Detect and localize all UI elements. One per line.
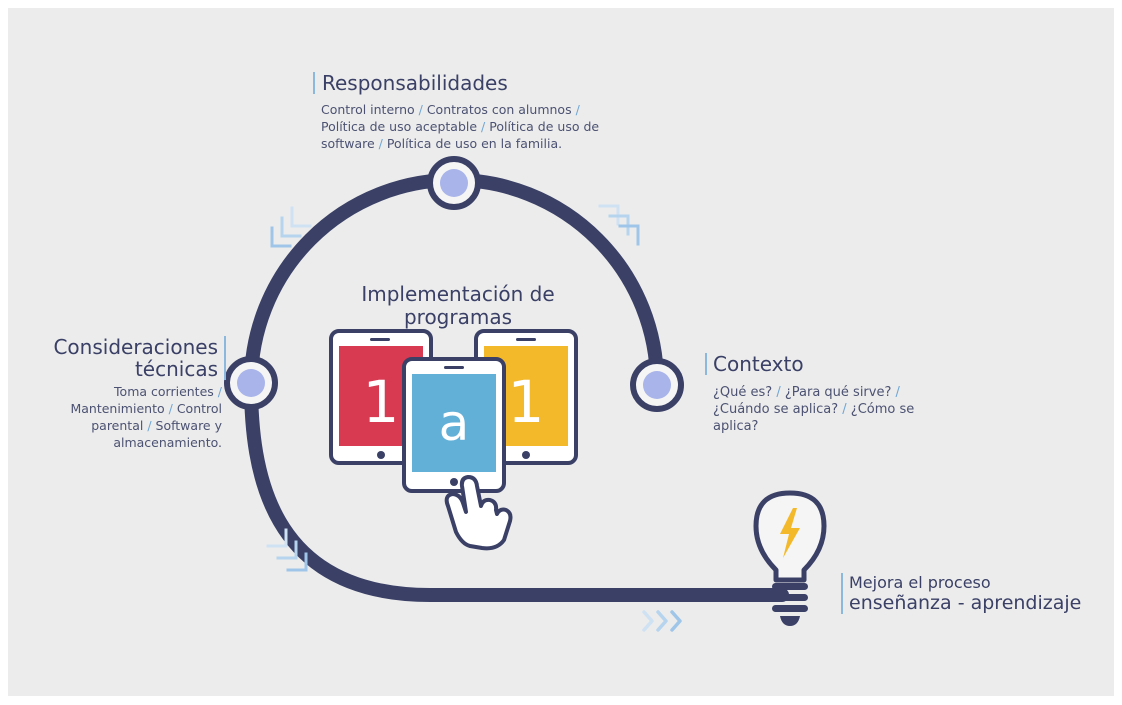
separator: / xyxy=(217,384,222,399)
implementacion-title: Implementación de programas xyxy=(361,282,555,329)
chevron-arrows-icon xyxy=(642,610,682,632)
consideraciones-title-line2: técnicas xyxy=(134,357,218,381)
node-consideraciones xyxy=(224,356,278,410)
separator: / xyxy=(575,102,580,117)
list-item: ¿Cuándo se aplica? xyxy=(713,402,839,417)
chevron-arrows-icon xyxy=(270,206,312,248)
contexto-title: Contexto xyxy=(705,353,804,375)
process-diagram: 1 1 a xyxy=(224,156,827,632)
process-path-tail xyxy=(244,376,789,602)
node-contexto xyxy=(630,358,684,412)
tablet-icon-middle xyxy=(402,357,506,493)
result-label: Mejora el proceso enseñanza - aprendizaj… xyxy=(841,573,1081,614)
separator: / xyxy=(147,418,152,433)
hand-pointer-icon xyxy=(444,475,513,551)
list-item: ¿Qué es? xyxy=(713,385,773,400)
list-item: Política de uso de software xyxy=(321,119,600,151)
list-item: Política de uso aceptable xyxy=(321,119,478,134)
separator: / xyxy=(378,136,383,151)
consideraciones-title: Consideraciones técnicas xyxy=(38,336,226,380)
list-item: ¿Cómo se aplica? xyxy=(713,402,915,434)
list-item: Control parental xyxy=(91,401,222,433)
list-item: ¿Para qué sirve? xyxy=(784,385,892,400)
tablet-middle-letter: a xyxy=(439,394,470,452)
list-item: Control interno xyxy=(321,102,415,117)
result-line1: Mejora el proceso xyxy=(849,573,991,592)
infographic-canvas: 1 1 a Responsabilidades Control interno … xyxy=(8,8,1114,696)
list-item: Mantenimiento xyxy=(70,401,165,416)
responsabilidades-list: Control interno / Contratos con alumnos … xyxy=(321,101,621,152)
contexto-list: ¿Qué es? / ¿Para qué sirve? / ¿Cuándo se… xyxy=(713,384,953,435)
list-item: Contratos con alumnos xyxy=(426,102,572,117)
consideraciones-list: Toma corrientes / Mantenimiento / Contro… xyxy=(38,383,222,451)
separator: / xyxy=(168,401,173,416)
separator: / xyxy=(418,102,423,117)
lightbulb-icon xyxy=(753,490,827,626)
lightning-bolt-icon xyxy=(780,508,800,558)
list-item: Toma corrientes xyxy=(114,384,214,399)
list-item: Software y almacenamiento. xyxy=(113,418,222,450)
separator: / xyxy=(776,385,781,400)
result-line2: enseñanza - aprendizaje xyxy=(849,592,1082,614)
chevron-arrows-icon xyxy=(598,204,640,246)
node-responsabilidades xyxy=(427,156,481,210)
tablet-left-digit: 1 xyxy=(363,368,400,436)
responsabilidades-title: Responsabilidades xyxy=(313,72,508,94)
tablet-right-digit: 1 xyxy=(508,368,545,436)
list-item: Política de uso en la familia. xyxy=(386,136,563,151)
separator: / xyxy=(842,402,847,417)
chevron-arrows-icon xyxy=(266,528,308,572)
separator: / xyxy=(895,385,900,400)
consideraciones-title-line1: Consideraciones xyxy=(53,335,218,359)
separator: / xyxy=(481,119,486,134)
